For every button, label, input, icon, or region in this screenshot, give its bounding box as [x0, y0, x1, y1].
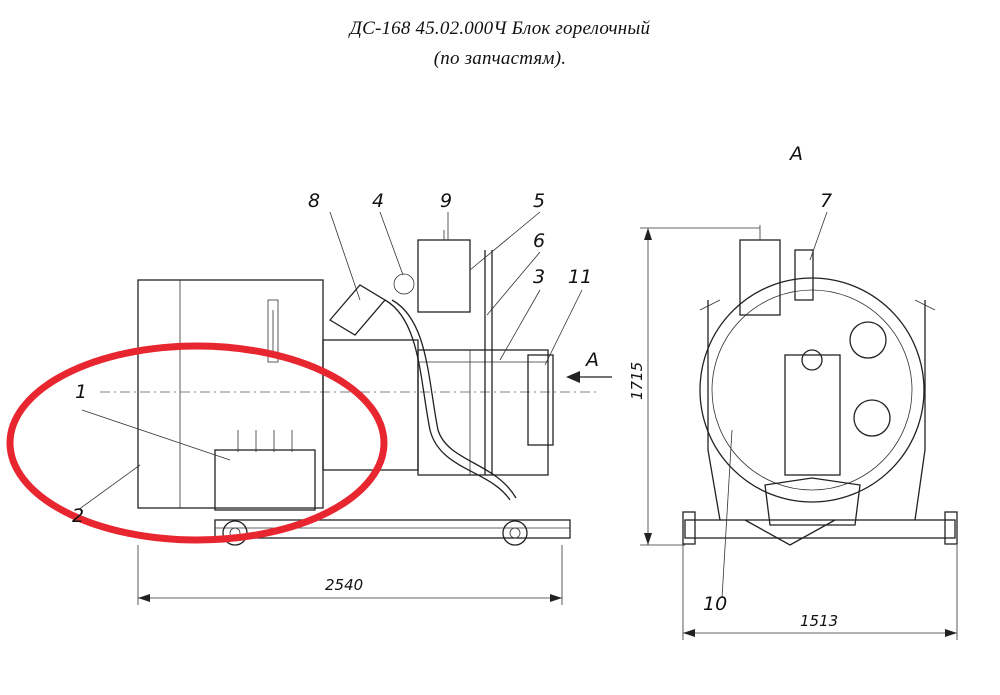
side-view [6, 211, 612, 605]
arrow-a-label: А [584, 349, 599, 371]
drawing-title: ДС-168 45.02.000Ч Блок горелочный [349, 18, 651, 39]
item-11-valve [527, 354, 554, 446]
hopper [744, 519, 836, 546]
callout-9: 9 [440, 190, 452, 212]
front-cylinder [739, 239, 781, 316]
callout-4: 4 [372, 190, 384, 212]
callout-1: 1 [75, 381, 87, 403]
item-9-cylinder [417, 239, 471, 313]
item-8-head [329, 284, 386, 336]
wheel-right [502, 520, 528, 546]
highlight-ellipse [6, 342, 388, 544]
callout-5: 5 [533, 190, 545, 212]
front-burner [784, 354, 841, 476]
callout-8: 8 [308, 190, 320, 212]
dim-length-label: 2540 [325, 576, 363, 594]
drum [699, 277, 925, 503]
front-base [684, 519, 956, 539]
dim-height-label: 1715 [628, 362, 646, 400]
view-a-label: А [788, 143, 803, 165]
callout-6: 6 [533, 230, 545, 252]
dim-width-label: 1513 [800, 612, 838, 630]
item-1-box [214, 449, 316, 511]
callout-7: 7 [820, 190, 832, 212]
front-view [640, 211, 958, 640]
callout-3: 3 [533, 266, 545, 288]
callout-2: 2 [72, 505, 84, 527]
callout-11: 11 [568, 266, 592, 288]
burner-housing [137, 279, 324, 509]
item-3-tank [417, 349, 549, 476]
drawing-subtitle: (по запчастям). [433, 48, 567, 69]
item-7 [794, 249, 814, 301]
callout-10: 10 [703, 593, 727, 615]
base-frame [214, 519, 571, 539]
hose [384, 299, 511, 501]
